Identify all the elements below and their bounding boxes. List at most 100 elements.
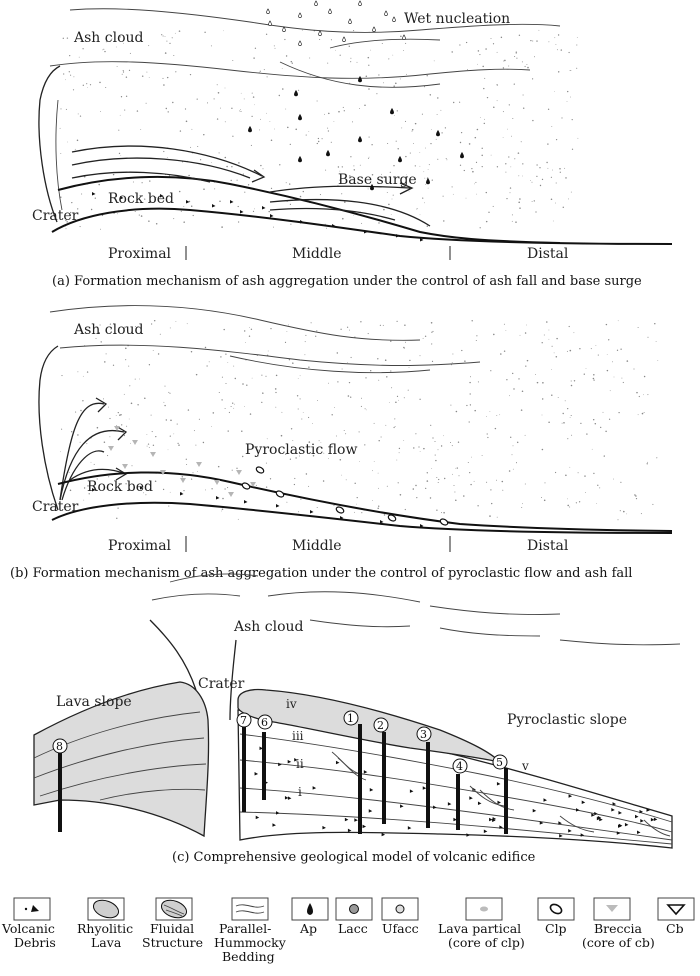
ash-dust	[164, 404, 166, 407]
ash-dust	[622, 381, 624, 384]
ash-dust	[551, 369, 553, 370]
ash-dust	[77, 371, 79, 373]
ash-dust	[503, 350, 506, 352]
ash-dust	[531, 78, 534, 80]
ash-dust	[606, 354, 608, 356]
wet-drop-icon	[328, 8, 332, 15]
well-4-marker	[452, 758, 468, 774]
ash-dust	[403, 346, 405, 349]
ash-dust	[393, 85, 395, 87]
ash-dust	[530, 39, 532, 42]
panel-a-crater-plume	[38, 65, 61, 223]
ash-dust	[230, 405, 232, 408]
clp-icon	[387, 514, 397, 522]
ash-dust	[555, 44, 557, 45]
volcanic-debris-icon	[140, 486, 144, 490]
panel-c-layer-boundary-1	[239, 733, 673, 823]
ash-dust	[525, 365, 527, 367]
volcanic-debris-icon	[483, 829, 488, 834]
ash-dust	[561, 422, 563, 424]
ash-dust	[566, 350, 568, 352]
ash-dust	[141, 75, 144, 77]
ash-dust	[190, 205, 193, 208]
ash-dust	[519, 334, 521, 336]
ash-dust	[305, 134, 307, 136]
panel-c-layer-boundary-3	[239, 787, 673, 841]
legend-label: Hummocky	[214, 935, 287, 950]
ash-dust	[621, 377, 623, 379]
panel-a-arrowhead-2	[399, 182, 414, 195]
ash-dust	[543, 334, 545, 336]
ash-dust	[341, 166, 343, 168]
ash-dust	[413, 142, 414, 144]
ash-dust	[539, 167, 541, 169]
ash-dust	[578, 501, 581, 503]
ash-dust	[353, 165, 355, 167]
ash-dust	[584, 475, 586, 477]
ash-dust	[88, 493, 90, 495]
ash-dust	[100, 228, 101, 230]
ash-dust	[453, 101, 455, 104]
ash-dust	[511, 214, 513, 216]
ash-dust	[74, 148, 76, 150]
ash-dust	[377, 507, 379, 510]
hummocky-line	[643, 819, 671, 837]
ash-dust	[327, 382, 329, 384]
ash-dust	[107, 455, 109, 457]
ash-dust	[308, 485, 310, 487]
ash-dust	[399, 78, 401, 80]
ash-dust	[579, 348, 581, 350]
ash-dust	[317, 137, 320, 140]
ap-drop-icon	[248, 125, 252, 133]
ash-dust	[391, 387, 393, 389]
ash-dust	[569, 70, 571, 71]
ash-dust	[436, 114, 438, 116]
ash-dust	[333, 504, 335, 507]
ash-dust	[110, 328, 112, 330]
ash-dust	[72, 89, 75, 91]
ash-dust	[391, 198, 393, 200]
ash-dust	[96, 478, 98, 480]
volcanic-debris-icon	[272, 823, 276, 827]
volcanic-debris-icon	[616, 831, 621, 835]
ash-dust	[224, 87, 226, 89]
ap-drop-icon	[370, 183, 374, 191]
lava-partical-icon	[480, 906, 488, 912]
ash-dust	[265, 462, 267, 464]
panel-c-vent-left	[149, 619, 197, 691]
ash-dust	[441, 132, 443, 134]
ash-dust	[221, 399, 223, 401]
ash-dust	[308, 416, 310, 419]
ash-dust	[511, 220, 513, 222]
ash-dust	[59, 127, 61, 129]
ash-dust	[129, 442, 131, 444]
ash-dust	[606, 369, 609, 372]
ash-dust	[443, 511, 445, 514]
ash-dust	[501, 480, 504, 483]
ap-drop-icon	[390, 107, 394, 115]
panel-c-cloud-stroke-1	[151, 593, 241, 601]
ash-dust	[542, 382, 544, 384]
volcanic-debris-icon	[532, 808, 537, 813]
panel-c-cloud-stroke-4	[429, 605, 561, 615]
ash-dust	[287, 126, 289, 129]
panel-b-zone-middle: Middle	[292, 538, 342, 554]
volcanic-debris-icon	[380, 520, 384, 524]
ash-dust	[365, 377, 367, 379]
ash-dust	[484, 118, 485, 120]
ash-dust	[635, 495, 637, 497]
ash-dust	[515, 51, 518, 53]
panel-a-crater-label: Crater	[32, 208, 79, 224]
legend-label: Lava	[91, 935, 122, 950]
ash-dust	[284, 38, 286, 41]
legend-label: Rhyolitic	[77, 921, 133, 936]
ash-dust	[555, 202, 557, 204]
ash-dust	[118, 152, 121, 155]
volcanic-debris-icon	[543, 798, 547, 802]
ash-dust	[419, 451, 421, 452]
ash-dust	[62, 37, 64, 39]
ash-dust	[390, 370, 392, 372]
ash-dust	[506, 379, 508, 381]
ash-dust	[327, 62, 329, 64]
ash-dust	[286, 331, 288, 332]
